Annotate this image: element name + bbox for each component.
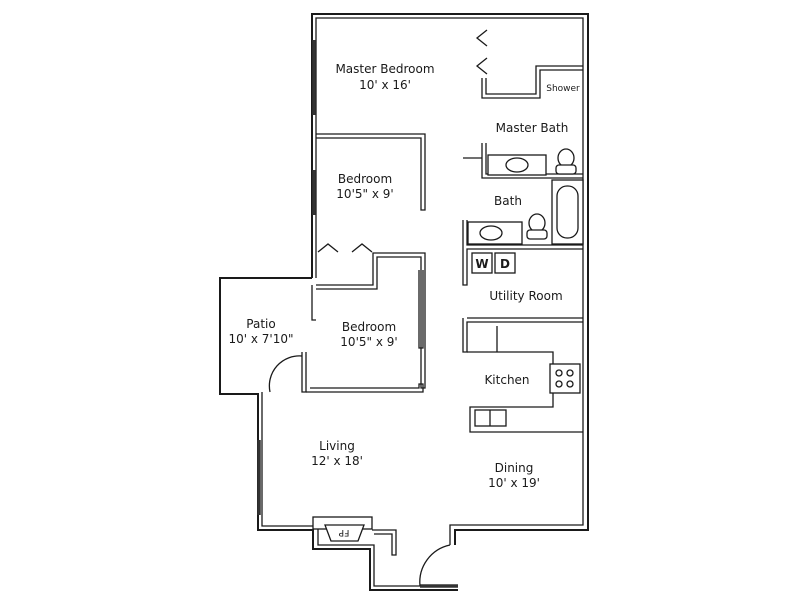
interior-walls <box>301 65 583 393</box>
room-labels: Master Bedroom 10' x 16' Bedroom 10'5" x… <box>228 62 580 490</box>
living-name: Living <box>319 439 355 453</box>
bedroom-2-size: 10'5" x 9' <box>340 335 397 349</box>
dryer-label: D <box>500 257 510 271</box>
bedroom-1-size: 10'5" x 9' <box>336 187 393 201</box>
bath-name: Bath <box>494 194 522 208</box>
utility-room-name: Utility Room <box>489 289 562 303</box>
fireplace-label: FP <box>338 527 349 537</box>
master-bedroom-name: Master Bedroom <box>335 62 434 76</box>
patio-name: Patio <box>246 317 275 331</box>
fixtures: W D <box>467 148 584 433</box>
washer-label: W <box>475 257 488 271</box>
doors <box>268 29 488 587</box>
kitchen-name: Kitchen <box>484 373 529 387</box>
dining-size: 10' x 19' <box>488 476 540 490</box>
stove <box>549 363 581 394</box>
living-size: 12' x 18' <box>311 454 363 468</box>
kitchen-counter <box>467 351 583 433</box>
dining-name: Dining <box>495 461 534 475</box>
master-bath-name: Master Bath <box>496 121 569 135</box>
dryer <box>494 252 516 274</box>
bedroom-1-name: Bedroom <box>338 172 392 186</box>
master-bedroom-size: 10' x 16' <box>359 78 411 92</box>
fireplace <box>324 524 365 542</box>
washer <box>471 252 493 274</box>
windows <box>257 40 458 588</box>
bath-toilet <box>528 213 546 233</box>
patio-size: 10' x 7'10" <box>228 332 293 346</box>
master-toilet <box>557 148 575 168</box>
shower-label: Shower <box>546 84 580 94</box>
exterior-walls: FP <box>219 13 589 591</box>
bath-sink <box>479 225 503 241</box>
master-sink <box>505 157 529 173</box>
bedroom-2-name: Bedroom <box>342 320 396 334</box>
